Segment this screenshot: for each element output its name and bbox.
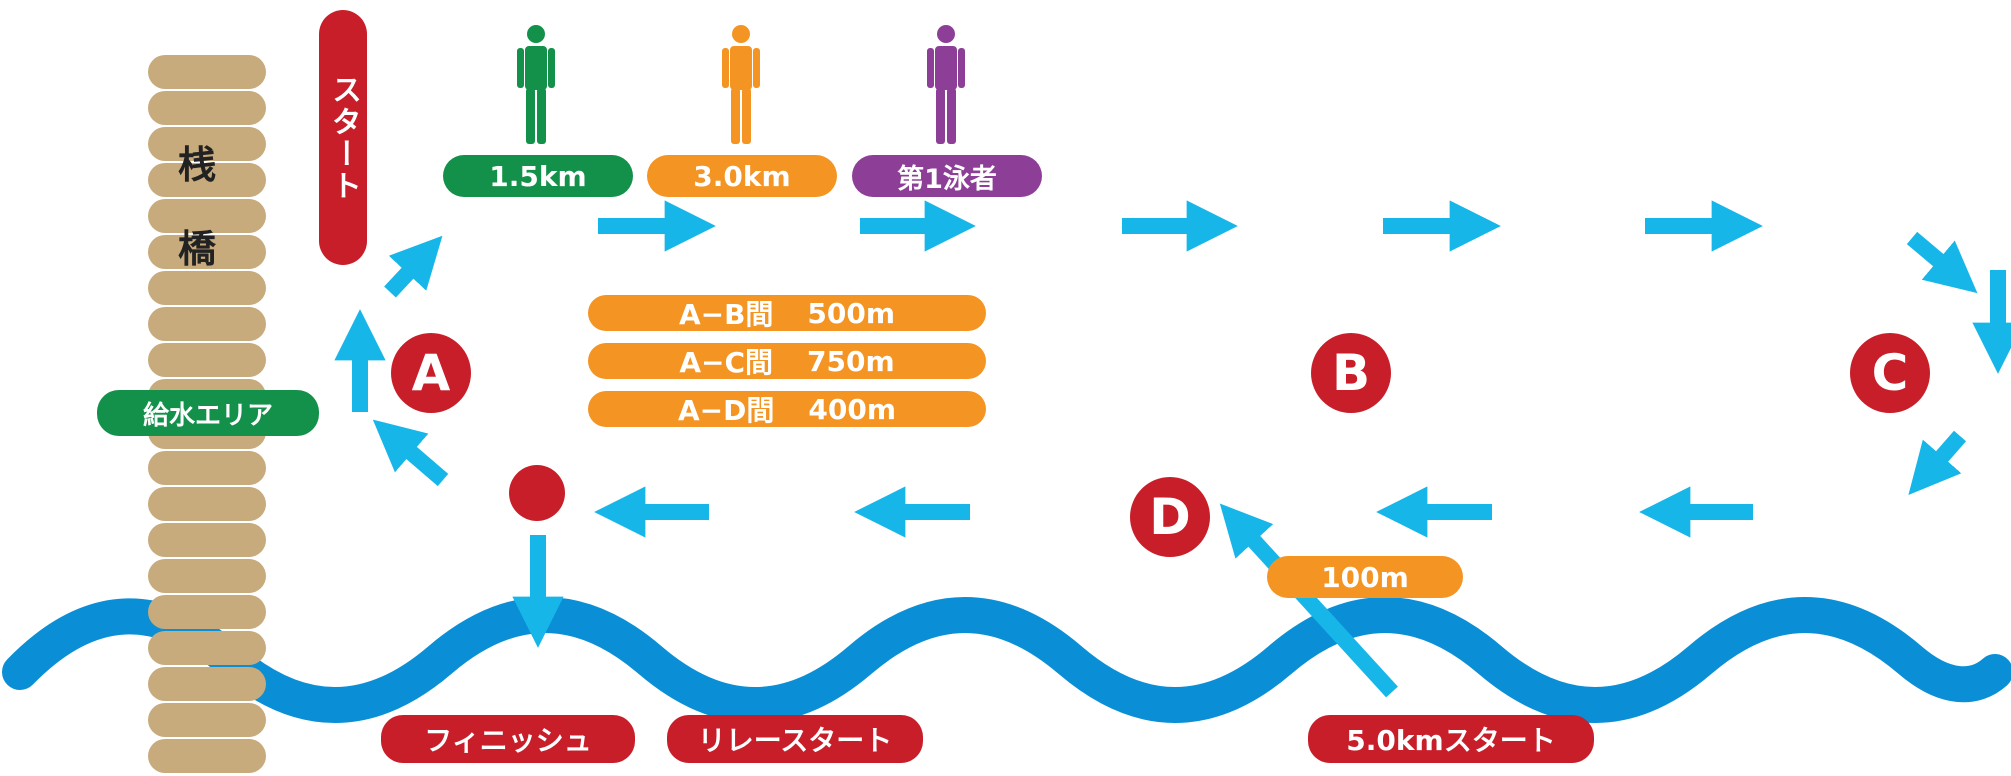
- swimmer-label-first: 第1泳者: [852, 155, 1042, 197]
- water-wave: [2, 597, 2011, 723]
- swimmer-label-3-0km: 3.0km: [647, 155, 837, 197]
- distance-value: 400m: [808, 392, 896, 426]
- buoy-c: C: [1850, 333, 1930, 413]
- course-arrows: [334, 200, 2011, 698]
- swimmer-figure-orange: [722, 25, 760, 144]
- arrow-c-out: [1908, 430, 1967, 495]
- arrow-5km-to-d: [1219, 503, 1398, 698]
- distance-a-d: A−D間 400m: [588, 391, 986, 427]
- buoy-a: A: [391, 333, 471, 413]
- finish-label: フィニッシュ: [381, 715, 635, 763]
- distance-segment: A−D間: [678, 394, 775, 427]
- distance-a-c: A−C間 750m: [588, 343, 986, 379]
- water-station-label: 給水エリア: [97, 390, 319, 436]
- distance-value: 750m: [807, 344, 895, 378]
- finish-buoy: [509, 465, 565, 521]
- swimmer-figure-green: [517, 25, 555, 144]
- swimmer-figure-purple: [927, 25, 965, 144]
- buoy-b: B: [1311, 333, 1391, 413]
- distance-segment: A−B間: [678, 298, 774, 331]
- arrow-c-in: [1906, 231, 1978, 294]
- pier-label-2: 橋: [178, 227, 217, 271]
- start-5km-label: 5.0kmスタート: [1308, 715, 1594, 763]
- start-label: スタート: [319, 10, 367, 265]
- swimmer-label-1-5km: 1.5km: [443, 155, 633, 197]
- arrow-to-a: [372, 419, 449, 487]
- distance-value: 500m: [807, 296, 896, 330]
- relay-start-label: リレースタート: [667, 715, 923, 763]
- arrow-up-right-1: [384, 235, 443, 298]
- pier-label-1: 桟: [178, 143, 217, 187]
- buoy-d: D: [1130, 477, 1210, 557]
- distance-100m-label: 100m: [1267, 556, 1463, 598]
- distance-segment: A−C間: [679, 346, 774, 379]
- distance-a-b: A−B間 500m: [588, 295, 986, 331]
